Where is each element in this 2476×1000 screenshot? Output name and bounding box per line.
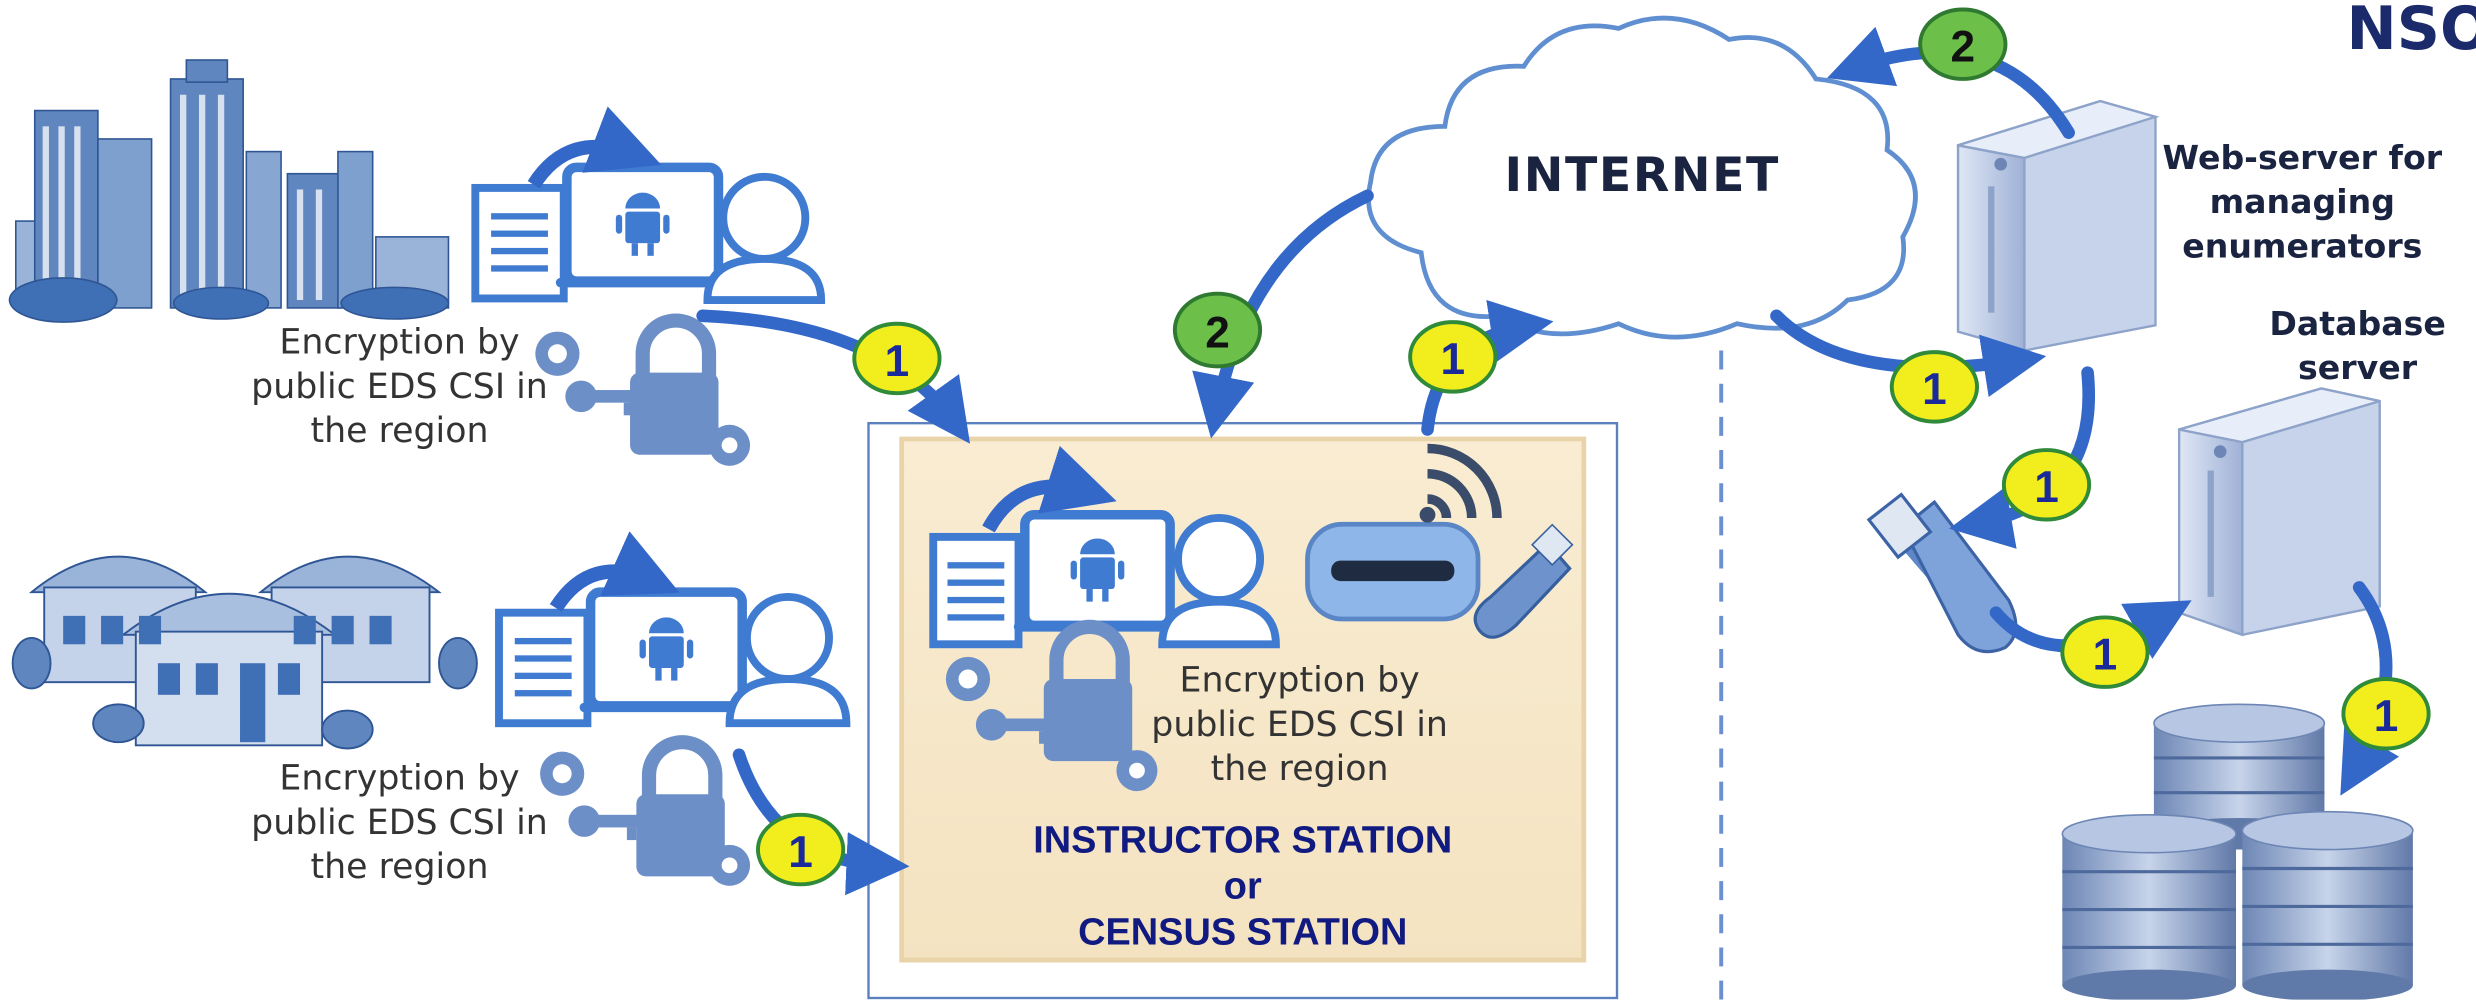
gear-icon <box>1116 750 1158 792</box>
svg-text:1: 1 <box>2374 692 2399 741</box>
step-badge-1: 1 <box>2001 448 2092 522</box>
step-badge-2: 2 <box>1172 291 1263 369</box>
web-server-icon <box>1956 99 2160 353</box>
gear-icon <box>535 331 580 376</box>
svg-text:2: 2 <box>1951 23 1976 72</box>
arrow-internet-to-station <box>1192 189 1374 439</box>
svg-text:1: 1 <box>2034 463 2059 512</box>
usb-flash-drive-icon <box>1866 492 2018 654</box>
station-title: INSTRUCTOR STATION or CENSUS STATION <box>1033 819 1453 954</box>
arrow-dbserver-to-storage <box>2340 581 2400 796</box>
top-lock-key-icon <box>565 313 719 455</box>
usb-modem-icon <box>1473 523 1574 639</box>
person-male-icon <box>725 592 851 728</box>
gear-icon <box>945 656 991 702</box>
document-lines-icon <box>491 213 548 272</box>
gear-icon <box>540 751 585 796</box>
person-female-icon <box>703 172 826 304</box>
document-icon <box>471 183 568 303</box>
internet-label: INTERNET <box>1504 148 1780 204</box>
sync-arrow-icon <box>982 445 1117 533</box>
city-buildings-illustration <box>8 59 450 323</box>
step-badge-2: 2 <box>1918 7 2008 81</box>
step-badge-1: 1 <box>1889 350 1980 424</box>
sync-arrow-icon <box>527 106 662 189</box>
svg-text:2: 2 <box>1205 308 1230 357</box>
database-storage-stacks <box>2061 703 2414 1000</box>
station-device-group <box>929 443 1574 649</box>
encryption-caption-bottom: Encryption by public EDS CSI in the regi… <box>251 759 548 888</box>
database-server-label: Database server <box>2269 304 2446 387</box>
svg-text:1: 1 <box>2093 631 2118 680</box>
step-badge-1: 1 <box>2341 677 2431 751</box>
wifi-signal-icon <box>1427 443 1502 519</box>
internet-cloud <box>1366 15 1918 340</box>
svg-text:1: 1 <box>788 828 813 877</box>
svg-text:1: 1 <box>1440 335 1465 384</box>
step-badge-1: 1 <box>2060 615 2150 689</box>
village-houses-illustration <box>11 555 478 750</box>
sync-arrow-icon <box>549 531 680 612</box>
arrow-internet-to-webserver <box>1770 309 2047 398</box>
android-icon <box>639 617 694 681</box>
svg-text:1: 1 <box>1922 365 1947 414</box>
gear-icon <box>709 844 751 886</box>
step-badge-1: 1 <box>852 321 942 396</box>
bottom-device-group <box>495 531 851 728</box>
android-icon <box>1070 538 1125 602</box>
top-device-group <box>471 106 826 304</box>
svg-text:1: 1 <box>885 337 910 386</box>
web-server-label: Web-server for managing enumerators <box>2162 138 2443 266</box>
database-server-icon <box>2177 387 2381 637</box>
step-badge-1: 1 <box>1408 320 1498 394</box>
gear-icon <box>709 424 751 466</box>
encryption-caption-top: Encryption by public EDS CSI in the regi… <box>251 323 548 452</box>
document-icon <box>929 532 1023 649</box>
document-icon <box>495 608 592 728</box>
encryption-caption-station: Encryption by public EDS CSI in the regi… <box>1151 661 1448 790</box>
step-badge-1: 1 <box>755 812 846 887</box>
station-lock-key-icon <box>975 619 1133 762</box>
bottom-lock-key-icon <box>568 735 725 877</box>
android-icon <box>615 192 670 256</box>
person-female-icon <box>1158 513 1280 649</box>
org-title: NSO <box>2346 0 2476 64</box>
